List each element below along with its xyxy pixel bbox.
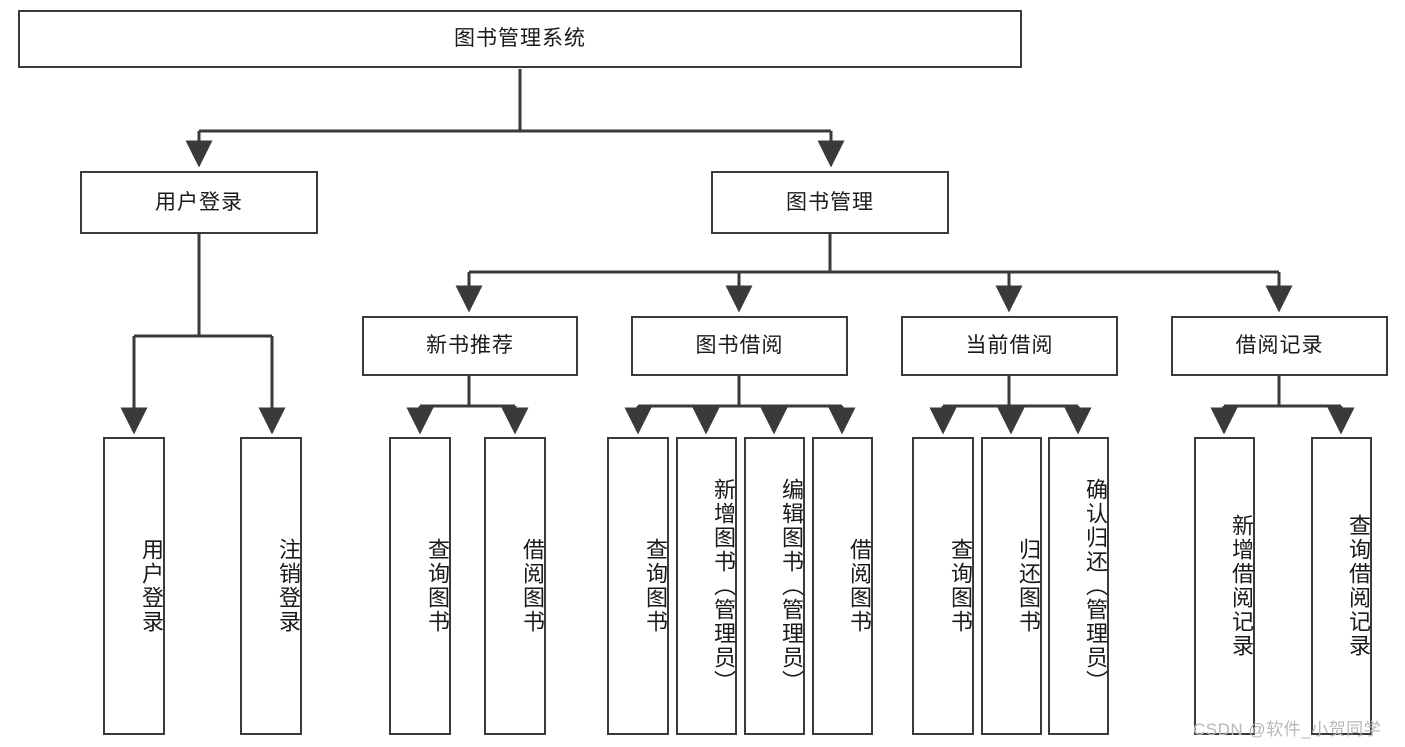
node-leaf-return-book-label: 归还图书 bbox=[1016, 538, 1041, 634]
node-leaf-borrow-book-1[interactable]: 借阅图书 bbox=[484, 437, 546, 735]
node-leaf-user-login[interactable]: 用户登录 bbox=[103, 437, 165, 735]
node-new-book-recommend-label: 新书推荐 bbox=[426, 334, 514, 358]
node-current-borrow-label: 当前借阅 bbox=[965, 334, 1054, 358]
node-leaf-confirm-return[interactable]: 确认归还（管理员） bbox=[1048, 437, 1109, 735]
node-leaf-add-book-label: 新增图书（管理员） bbox=[711, 478, 736, 694]
node-root[interactable]: 图书管理系统 bbox=[18, 10, 1022, 68]
node-new-book-recommend[interactable]: 新书推荐 bbox=[362, 316, 578, 376]
node-leaf-query-record-label: 查询借阅记录 bbox=[1346, 514, 1371, 658]
node-leaf-add-record[interactable]: 新增借阅记录 bbox=[1194, 437, 1255, 735]
node-leaf-user-logout-label: 注销登录 bbox=[276, 538, 301, 634]
node-borrow-record[interactable]: 借阅记录 bbox=[1171, 316, 1388, 376]
node-leaf-edit-book-label: 编辑图书（管理员） bbox=[779, 478, 804, 694]
node-leaf-query-book-1-label: 查询图书 bbox=[425, 538, 450, 634]
node-leaf-borrow-book-2-label: 借阅图书 bbox=[847, 538, 872, 634]
node-leaf-query-book-1[interactable]: 查询图书 bbox=[389, 437, 451, 735]
node-leaf-return-book[interactable]: 归还图书 bbox=[981, 437, 1042, 735]
node-user-login[interactable]: 用户登录 bbox=[80, 171, 318, 234]
node-leaf-add-book[interactable]: 新增图书（管理员） bbox=[676, 437, 737, 735]
node-leaf-query-book-3-label: 查询图书 bbox=[948, 538, 973, 634]
node-leaf-confirm-return-label: 确认归还（管理员） bbox=[1083, 478, 1108, 694]
node-book-borrow[interactable]: 图书借阅 bbox=[631, 316, 848, 376]
node-leaf-query-book-2-label: 查询图书 bbox=[643, 538, 668, 634]
node-leaf-user-login-label: 用户登录 bbox=[139, 538, 164, 634]
node-book-manage[interactable]: 图书管理 bbox=[711, 171, 949, 234]
node-leaf-borrow-book-1-label: 借阅图书 bbox=[520, 538, 545, 634]
node-leaf-user-logout[interactable]: 注销登录 bbox=[240, 437, 302, 735]
node-leaf-query-book-3[interactable]: 查询图书 bbox=[912, 437, 974, 735]
node-book-manage-label: 图书管理 bbox=[786, 190, 874, 214]
node-leaf-query-book-2[interactable]: 查询图书 bbox=[607, 437, 669, 735]
node-leaf-edit-book[interactable]: 编辑图书（管理员） bbox=[744, 437, 805, 735]
node-leaf-borrow-book-2[interactable]: 借阅图书 bbox=[812, 437, 873, 735]
node-current-borrow[interactable]: 当前借阅 bbox=[901, 316, 1118, 376]
node-user-login-label: 用户登录 bbox=[155, 190, 243, 214]
csdn-watermark: CSDN @软件_小贺同学 bbox=[1193, 720, 1382, 739]
node-leaf-query-record[interactable]: 查询借阅记录 bbox=[1311, 437, 1372, 735]
node-book-borrow-label: 图书借阅 bbox=[695, 334, 784, 358]
node-root-label: 图书管理系统 bbox=[454, 27, 586, 51]
node-leaf-add-record-label: 新增借阅记录 bbox=[1229, 514, 1254, 658]
node-borrow-record-label: 借阅记录 bbox=[1235, 334, 1324, 358]
